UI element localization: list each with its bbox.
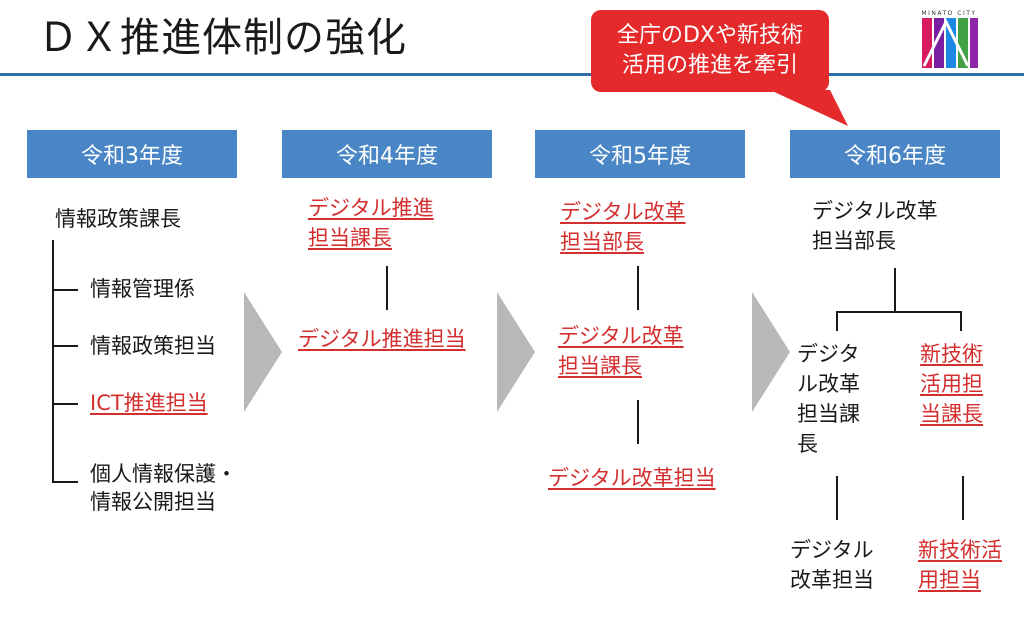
r3-branch-1 bbox=[52, 289, 78, 291]
r6-left-drop bbox=[836, 311, 838, 331]
r5-connector-1 bbox=[637, 266, 639, 310]
r3-child-node: 情報管理係 bbox=[90, 277, 195, 301]
r5-mid-node: デジタル改革 bbox=[558, 324, 684, 348]
r3-child-node-highlighted: ICT推進担当 bbox=[90, 391, 208, 415]
r6-right-drop bbox=[960, 311, 962, 331]
transition-arrow-3 bbox=[752, 292, 790, 412]
minato-city-logo bbox=[922, 18, 978, 68]
r6-left-node: 長 bbox=[797, 432, 818, 456]
r6-head-node: 担当部長 bbox=[812, 229, 896, 253]
r3-head-node: 情報政策課長 bbox=[55, 207, 181, 231]
r6-split-line bbox=[836, 311, 962, 313]
r3-child-node: 情報公開担当 bbox=[90, 490, 216, 514]
r6-right-connector bbox=[962, 476, 964, 520]
r6-head-node: デジタル改革 bbox=[812, 199, 938, 223]
r6-left-node: デジタ bbox=[797, 342, 860, 366]
r4-head-node: デジタル推進 bbox=[308, 196, 434, 220]
r6-left-node: ル改革 bbox=[797, 372, 860, 396]
r4-child-node: デジタル推進担当 bbox=[298, 327, 466, 351]
r6-right-child-node: 新技術活 bbox=[918, 538, 1002, 562]
r6-left-connector bbox=[836, 476, 838, 520]
r6-right-child-node: 用担当 bbox=[918, 568, 981, 592]
r6-right-node: 新技術 bbox=[920, 342, 983, 366]
r3-branch-2 bbox=[52, 345, 78, 347]
r6-trunk-line bbox=[894, 268, 896, 312]
logo-text: MINATO CITY bbox=[921, 10, 977, 17]
year-header-r5: 令和5年度 bbox=[535, 130, 745, 178]
r5-mid-node: 担当課長 bbox=[558, 354, 642, 378]
title-rule bbox=[0, 73, 1024, 76]
r3-child-node: 個人情報保護・ bbox=[90, 462, 237, 486]
r3-child-node: 情報政策担当 bbox=[90, 334, 216, 358]
r5-child-node: デジタル改革担当 bbox=[548, 466, 716, 490]
r3-trunk-line bbox=[52, 240, 54, 482]
r5-connector-2 bbox=[637, 400, 639, 444]
r6-right-node: 当課長 bbox=[920, 402, 983, 426]
transition-arrow-2 bbox=[497, 292, 535, 412]
r4-head-node: 担当課長 bbox=[308, 226, 392, 250]
r3-branch-4 bbox=[52, 481, 78, 483]
year-header-r4: 令和4年度 bbox=[282, 130, 492, 178]
callout-bubble: 全庁のDXや新技術 活用の推進を牽引 bbox=[591, 10, 829, 92]
callout-line-1: 全庁のDXや新技術 bbox=[616, 23, 803, 48]
callout-line-2: 活用の推進を牽引 bbox=[621, 53, 798, 78]
r4-connector bbox=[386, 266, 388, 310]
r6-left-child-node: デジタル bbox=[790, 538, 874, 562]
r6-left-node: 担当課 bbox=[797, 402, 860, 426]
r6-left-child-node: 改革担当 bbox=[790, 568, 874, 592]
year-header-r3: 令和3年度 bbox=[27, 130, 237, 178]
r3-branch-3 bbox=[52, 403, 78, 405]
r6-right-node: 活用担 bbox=[920, 372, 983, 396]
callout-tail bbox=[770, 90, 848, 126]
transition-arrow-1 bbox=[244, 292, 282, 412]
page-title: ＤＸ推進体制の強化 bbox=[38, 15, 407, 61]
r5-head-node: デジタル改革 bbox=[560, 200, 686, 224]
r5-head-node: 担当部長 bbox=[560, 230, 644, 254]
year-header-r6: 令和6年度 bbox=[790, 130, 1000, 178]
